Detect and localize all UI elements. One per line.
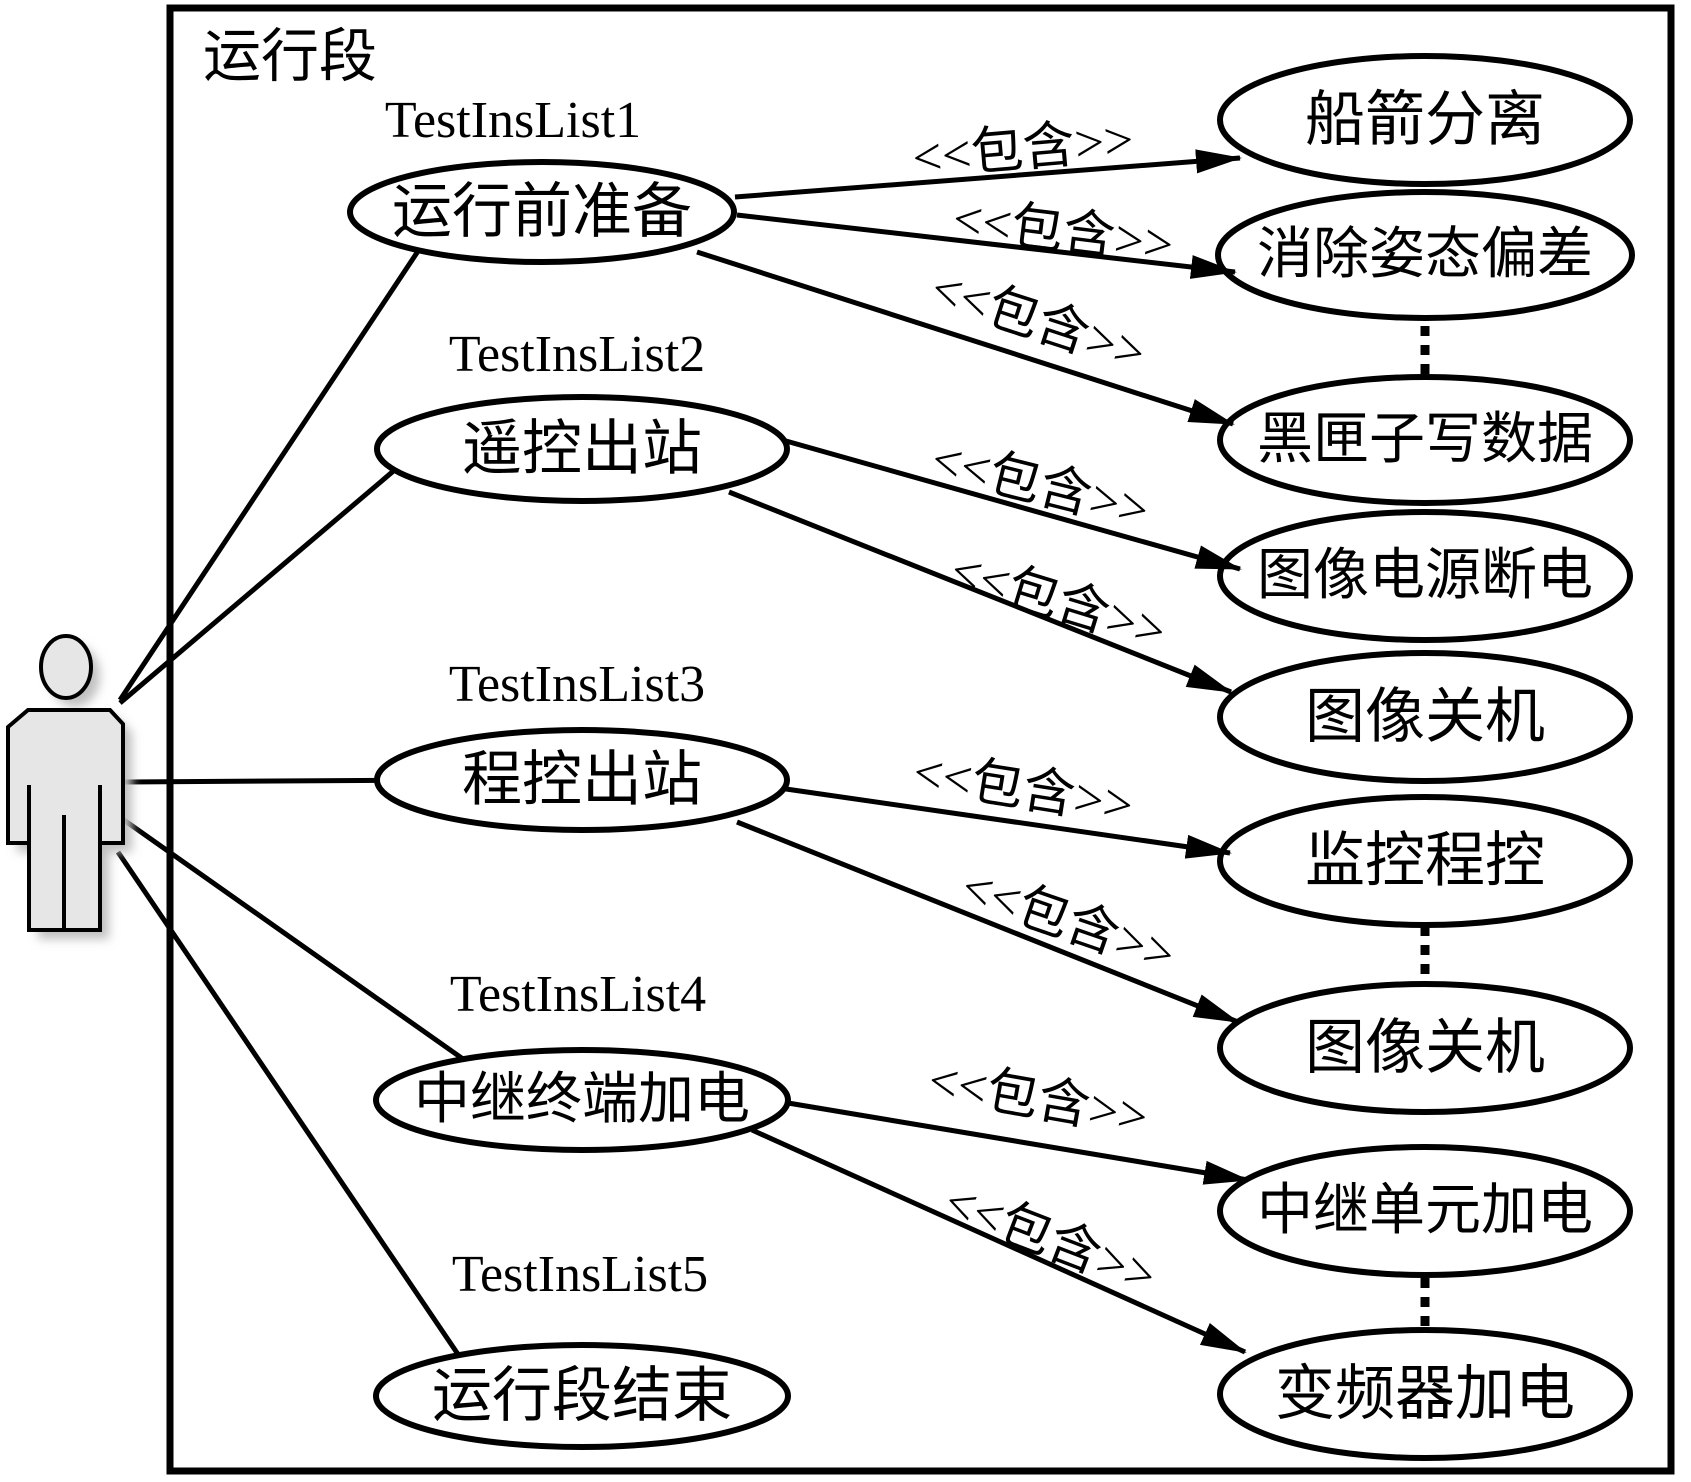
include-arrow: [750, 1127, 1247, 1355]
usecase-label: 中继单元加电: [1257, 1180, 1593, 1242]
usecase-ellipse-remote-exit: [374, 394, 790, 504]
actor-figure: [6, 634, 132, 939]
usecase-ellipse-monitor-program: [1217, 794, 1633, 928]
usecase-label: 运行段结束: [432, 1363, 732, 1429]
usecase-ellipse-blackbox: [1217, 374, 1633, 506]
actor-head: [39, 634, 93, 700]
usecase-ellipse-image-shutdown-2: [1217, 981, 1633, 1115]
usecase-label: 消除姿态偏差: [1257, 224, 1593, 286]
right-usecase-ellipses: [1215, 53, 1635, 1461]
usecase-ellipse-relay-unit-power: [1217, 1144, 1633, 1278]
include-arrow: [734, 149, 1242, 200]
group-label-testinslist4: TestInsList4: [449, 966, 707, 1023]
group-label-testinslist5: TestInsList5: [451, 1246, 709, 1303]
usecase-label: 中继终端加电: [414, 1069, 750, 1131]
usecase-label: 图像关机: [1305, 684, 1545, 750]
actor-association-lines: [115, 216, 492, 1374]
group-label-testinslist1: TestInsList1: [384, 92, 642, 149]
actor-association-line: [118, 438, 432, 705]
include-arrow: [696, 249, 1235, 427]
include-arrow: [736, 212, 1237, 279]
include-arrow: [736, 819, 1240, 1025]
usecase-label: 程控出站: [462, 747, 702, 813]
usecase-label: 监控程控: [1305, 828, 1545, 894]
include-arrow: [728, 489, 1233, 695]
usecase-ellipse-inverter-power: [1217, 1327, 1633, 1461]
group-label-testinslist3: TestInsList3: [448, 656, 706, 713]
actor-association-line: [115, 850, 473, 1374]
usecase-ellipse-program-exit: [374, 727, 790, 833]
left-usecase-ellipses: [347, 159, 791, 1450]
group-label-testinslist2: TestInsList2: [448, 326, 706, 383]
usecase-label: 黑匣子写数据: [1257, 409, 1593, 471]
system-boundary-label: 运行段: [202, 24, 378, 89]
actor-association-line: [117, 216, 443, 702]
include-arrow: [785, 786, 1232, 859]
usecase-ellipse-attitude: [1215, 189, 1635, 321]
include-arrow: [785, 438, 1242, 572]
usecase-ellipse-preparation: [347, 159, 737, 265]
usecase-label: 图像电源断电: [1257, 545, 1593, 607]
actor-association-line: [119, 815, 492, 1081]
usecase-ellipse-segment-end: [373, 1342, 791, 1450]
usecase-label: 变频器加电: [1275, 1361, 1575, 1427]
usecase-label: 船箭分离: [1305, 87, 1545, 153]
usecase-ellipse-image-shutdown-1: [1217, 650, 1633, 784]
include-arrow: [787, 1100, 1250, 1185]
usecase-label: 图像关机: [1305, 1015, 1545, 1081]
usecase-ellipse-separation: [1217, 53, 1633, 187]
usecase-ellipse-image-poweroff: [1217, 509, 1633, 643]
include-arrows: [696, 149, 1250, 1355]
usecase-label: 遥控出站: [462, 416, 702, 482]
usecase-label: 运行前准备: [392, 179, 692, 245]
usecase-ellipse-relay-terminal-power: [373, 1047, 791, 1153]
actor-body-lines: [27, 785, 102, 930]
system-boundary-box: [166, 4, 1675, 1475]
